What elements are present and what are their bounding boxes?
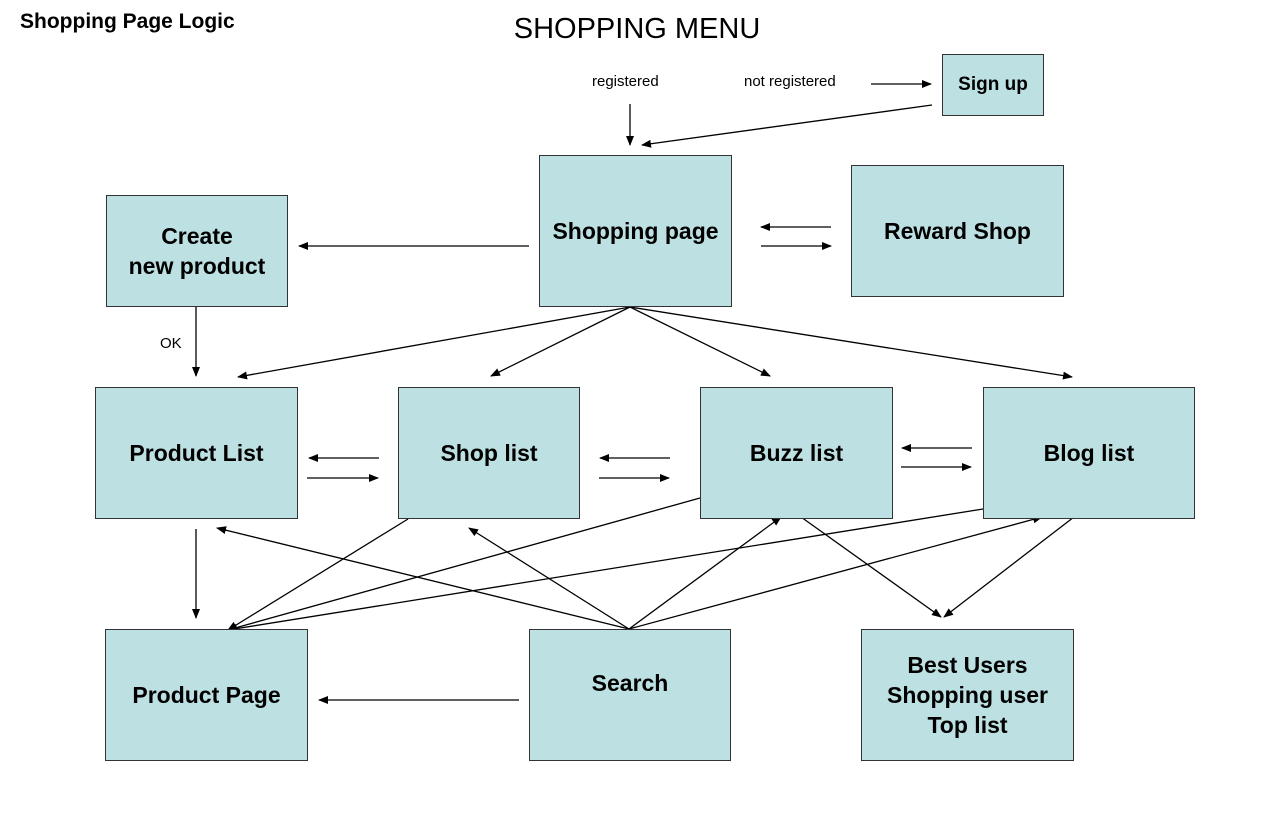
best-users-node[interactable]: Best Users Shopping user Top list xyxy=(861,629,1074,761)
search-node[interactable]: Search xyxy=(529,629,731,761)
shop-list-label: Shop list xyxy=(440,440,538,466)
reward-shop-label: Reward Shop xyxy=(884,218,1031,244)
arrow-shopping-page-to-shop-list xyxy=(490,306,631,377)
arrow-shopping-page-to-product-list xyxy=(237,306,631,380)
arrow-shopping-page-to-buzz-list xyxy=(629,306,771,377)
arrow-shop-list-to-product-page xyxy=(227,518,409,631)
blog-list-label: Blog list xyxy=(1043,440,1135,466)
create-new-product-node[interactable]: Create new product xyxy=(106,195,288,307)
reward-shop-node[interactable]: Reward Shop xyxy=(851,165,1064,297)
arrow-buzz-list-to-product-page xyxy=(227,497,701,632)
best-users-line-3: Top list xyxy=(927,712,1008,738)
arrow-blog-list-to-product-page xyxy=(227,508,984,633)
create-new-product-line-2: new product xyxy=(128,253,266,279)
product-list-label: Product List xyxy=(129,440,264,466)
shopping-page-node[interactable]: Shopping page xyxy=(539,155,732,307)
buzz-list-node[interactable]: Buzz list xyxy=(700,387,893,519)
arrow-buzz-list-to-best-users xyxy=(800,516,942,618)
product-page-node[interactable]: Product Page xyxy=(105,629,308,761)
buzz-list-label: Buzz list xyxy=(749,440,844,466)
sign-up-node[interactable]: Sign up xyxy=(942,54,1044,116)
best-users-line-1: Best Users xyxy=(907,652,1028,678)
product-list-node[interactable]: Product List xyxy=(95,387,298,519)
label-not-registered: not registered xyxy=(744,73,836,90)
shop-list-node[interactable]: Shop list xyxy=(398,387,580,519)
sign-up-label: Sign up xyxy=(958,74,1028,95)
arrow-sign-up-to-shopping-page xyxy=(641,104,933,148)
product-page-label: Product Page xyxy=(132,682,281,708)
label-ok: OK xyxy=(160,335,182,352)
search-label: Search xyxy=(591,670,669,696)
arrow-search-to-product-list xyxy=(216,526,630,630)
best-users-line-2: Shopping user xyxy=(887,682,1048,708)
arrow-search-to-blog-list xyxy=(628,515,1043,630)
diagram-title: SHOPPING MENU xyxy=(513,13,761,45)
arrow-search-to-shop-list xyxy=(468,527,630,630)
arrow-blog-list-to-best-users xyxy=(943,516,1075,618)
arrow-search-to-buzz-list xyxy=(628,516,782,630)
label-registered: registered xyxy=(592,73,659,90)
create-new-product-line-1: Create xyxy=(161,223,233,249)
shopping-page-label: Shopping page xyxy=(552,218,719,244)
blog-list-node[interactable]: Blog list xyxy=(983,387,1195,519)
corner-title: Shopping Page Logic xyxy=(20,10,235,33)
arrow-shopping-page-to-blog-list xyxy=(629,306,1073,380)
